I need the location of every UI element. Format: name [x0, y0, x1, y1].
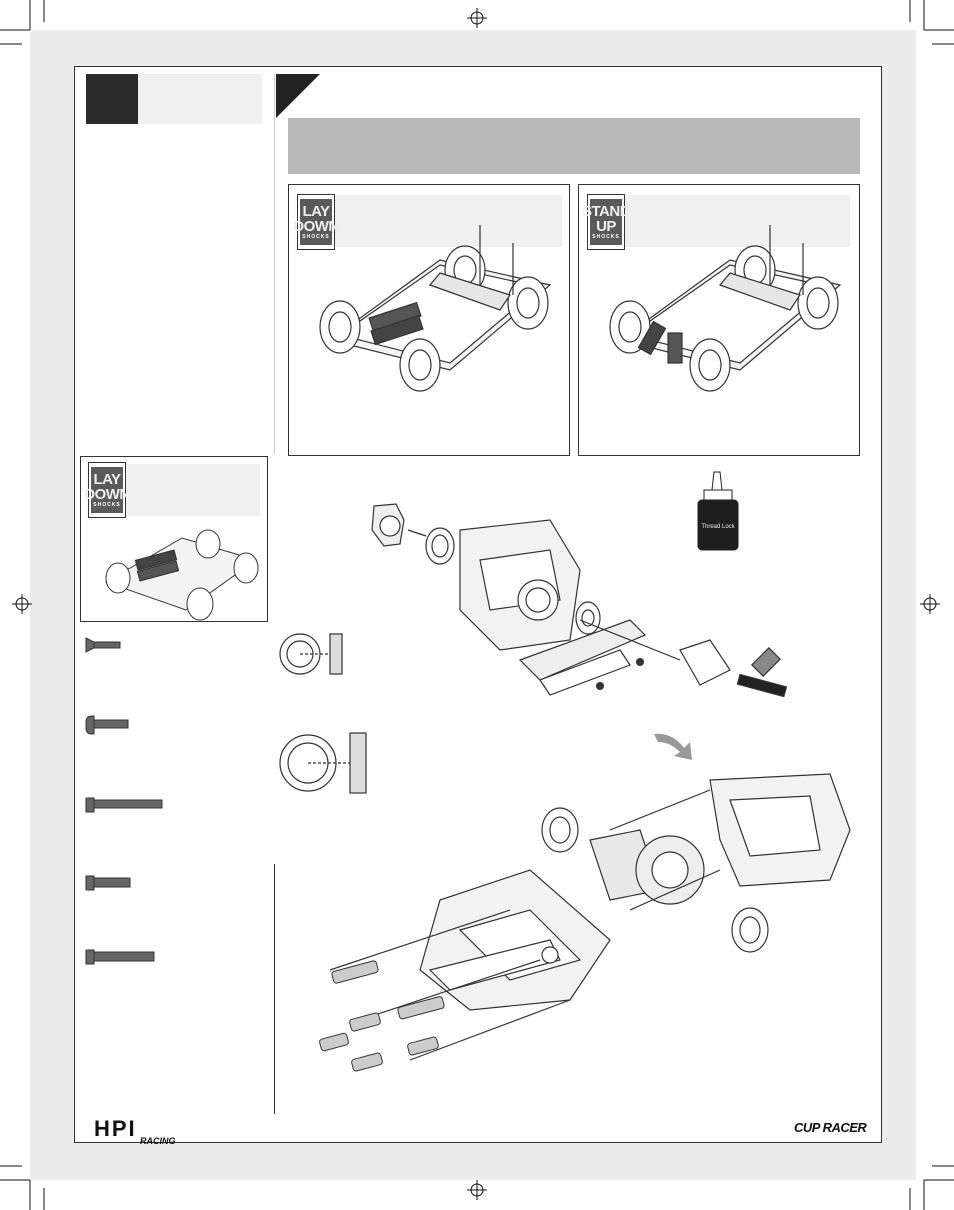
left-lay-down-badge: LAY DOWN SHOCKS [84, 462, 130, 518]
instruction-banner [288, 118, 860, 174]
badge-line1: LAY [93, 471, 121, 488]
badge-line2: DOWN [293, 218, 339, 235]
lay-down-header [334, 195, 562, 247]
flip-arrow [654, 733, 692, 760]
bearing-references [279, 633, 367, 794]
step-label-box [138, 74, 262, 124]
left-lay-down-header [126, 464, 260, 516]
differential-lower-assembly [319, 773, 851, 1072]
chassis-lay-down-illustration [319, 225, 552, 392]
section-corner-marker [276, 74, 320, 118]
chassis-stand-up-illustration [609, 225, 842, 392]
badge-line1: LAY [302, 203, 330, 220]
badge-line2: UP [596, 218, 616, 235]
lay-down-badge: LAY DOWN SHOCKS [293, 194, 339, 250]
badge-line3: SHOCKS [302, 234, 330, 240]
gearbox-upper-assembly [371, 503, 788, 698]
thread-lock-bottle: Thread Lock [697, 471, 739, 551]
badge-line3: SHOCKS [93, 502, 121, 508]
stand-up-badge: STAND UP SHOCKS [582, 194, 631, 250]
column-divider [274, 74, 275, 454]
step-number-box [86, 74, 138, 124]
small-chassis-illustration [104, 529, 259, 621]
badge-line1: STAND [581, 203, 631, 220]
screw-list [85, 637, 163, 965]
hpi-logo-subtext: RACING [140, 1136, 176, 1146]
cup-racer-logo: CUP RACER [794, 1120, 867, 1135]
stand-up-header [624, 195, 850, 247]
badge-line3: SHOCKS [592, 234, 620, 240]
thread-lock-label: Thread Lock [701, 524, 735, 530]
hpi-racing-logo: HPI RACING [94, 1116, 176, 1146]
badge-line2: DOWN [84, 486, 130, 503]
hpi-logo-text: HPI [94, 1116, 137, 1141]
column-divider-lower [274, 864, 275, 1114]
